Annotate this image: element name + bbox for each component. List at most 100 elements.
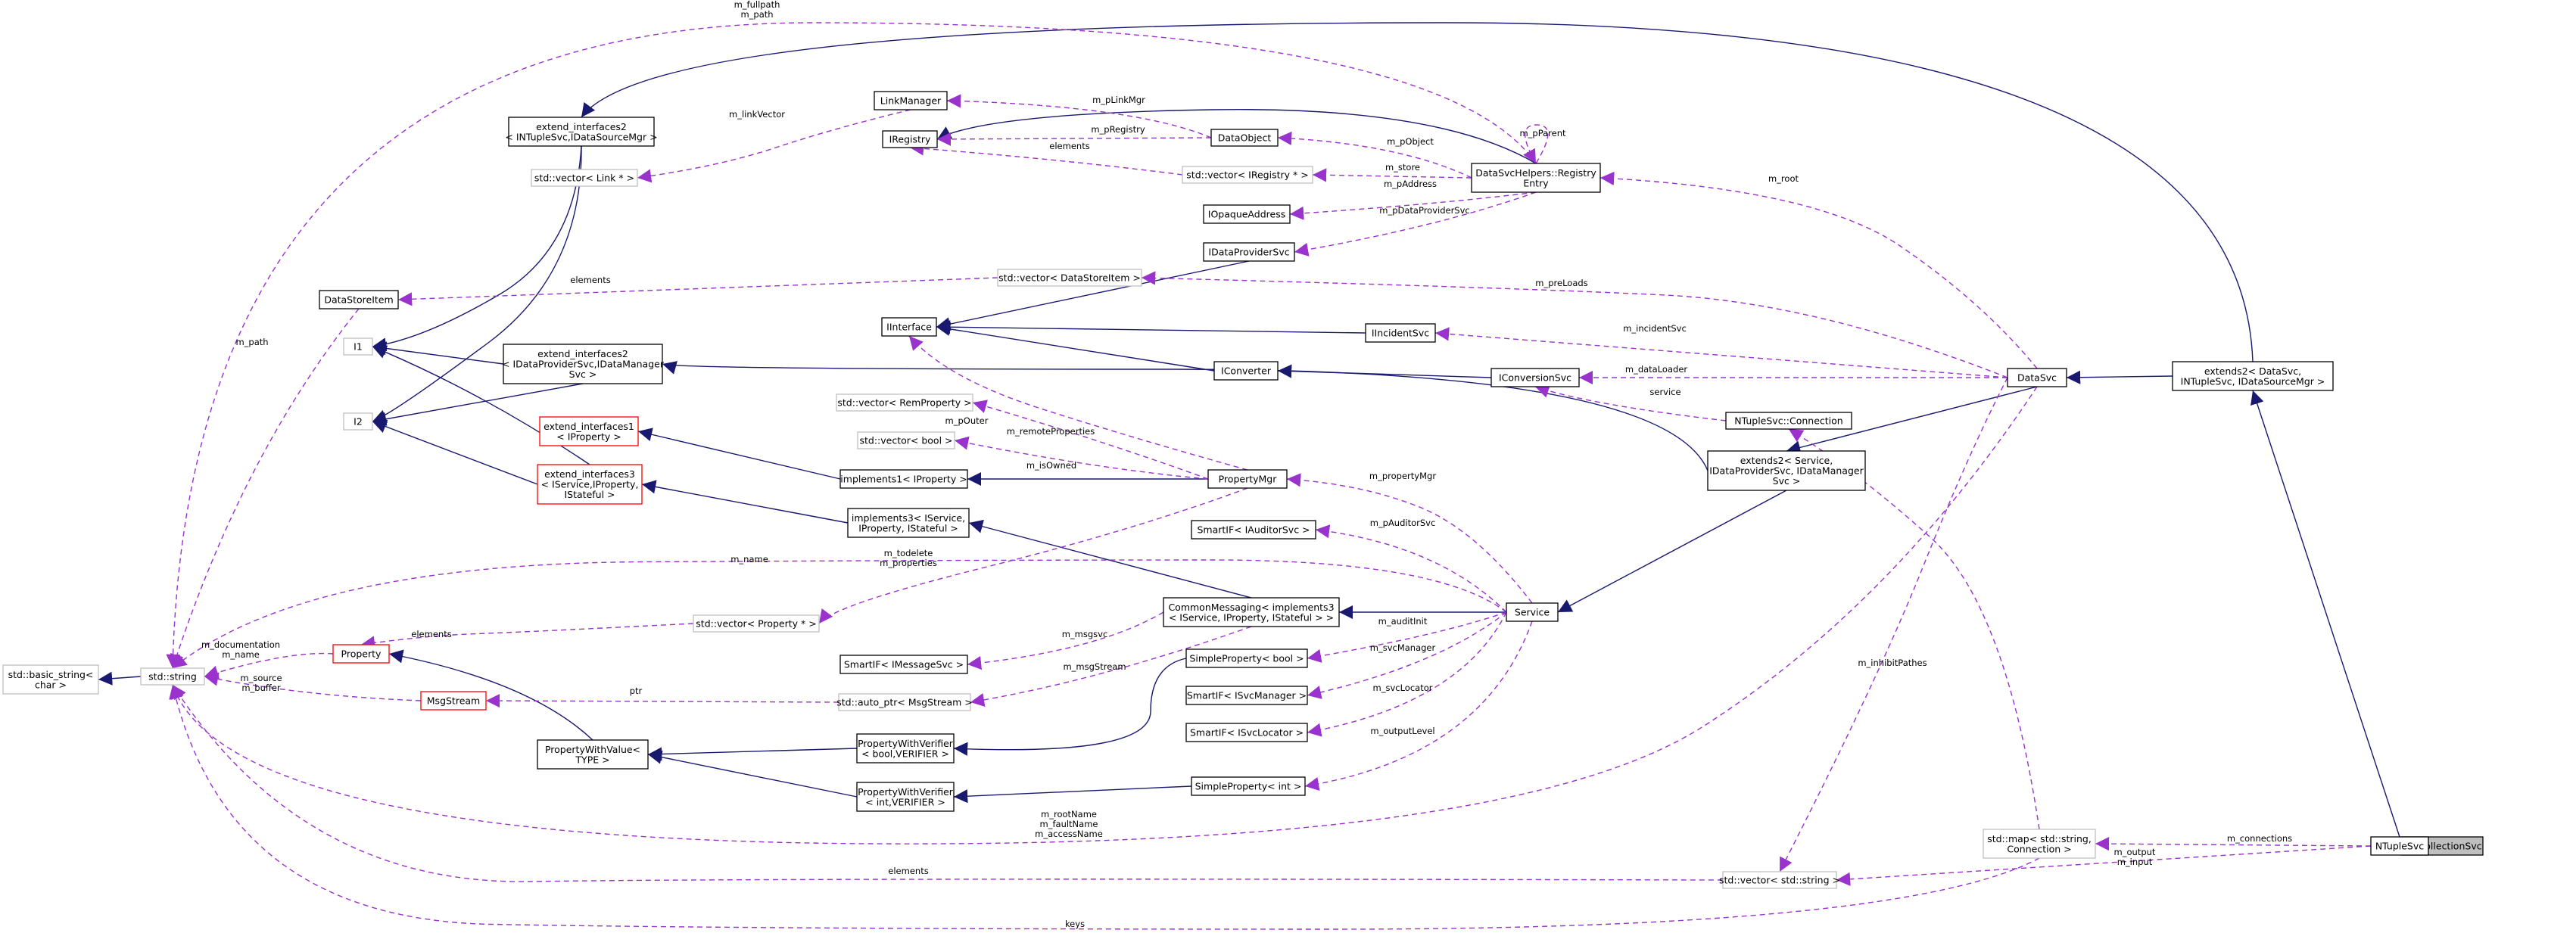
- inheritance-edge-impl3-extint3: [641, 480, 849, 524]
- edge-line: [936, 322, 1215, 372]
- class-node-extint3[interactable]: extend_interfaces3< IService,IProperty,I…: [537, 464, 643, 505]
- class-node-propwithvalue[interactable]: PropertyWithValue<TYPE >: [537, 739, 649, 770]
- class-node-impl1[interactable]: implements1< IProperty >: [839, 469, 968, 489]
- edge-line: [169, 684, 2040, 930]
- edge-line: [936, 320, 1366, 334]
- class-node-stdstring[interactable]: std::string: [140, 667, 205, 686]
- edge-line: [204, 652, 334, 680]
- node-box: [856, 782, 955, 812]
- class-node-vecireg[interactable]: std::vector< IRegistry * >: [1182, 166, 1313, 184]
- edge-line: [1307, 611, 1507, 663]
- node-box: [1983, 829, 2096, 859]
- edge-label: elements: [570, 275, 610, 285]
- node-label: IDataProviderSvc: [1208, 247, 1289, 258]
- edge-label: m_svcLocator: [1373, 683, 1433, 693]
- node-label: < IDataProviderSvc,IDataManager: [502, 359, 665, 370]
- edge-line: [936, 109, 1537, 164]
- class-node-datasvc[interactable]: DataSvc: [2007, 368, 2067, 387]
- class-node-smartifaud[interactable]: SmartIF< IAuditorSvc >: [1191, 520, 1316, 540]
- class-node-autoptr[interactable]: std::auto_ptr< MsgStream >: [836, 693, 973, 711]
- node-label: Entry: [1523, 177, 1549, 188]
- class-node-iincidentsvc[interactable]: IIncidentSvc: [1365, 323, 1436, 343]
- class-node-impl3[interactable]: implements3< IService,IProperty, IStatef…: [847, 508, 970, 538]
- edge-label: m_msgStream: [1063, 661, 1126, 672]
- node-label: SmartIF< IMessageSvc >: [844, 659, 964, 670]
- class-node-extends2ds[interactable]: extends2< DataSvc,INTupleSvc, IDataSourc…: [2172, 361, 2334, 391]
- class-node-iconversionsvc[interactable]: IConversionSvc: [1490, 368, 1580, 387]
- class-node-extint2dp[interactable]: extend_interfaces2< IDataProviderSvc,IDa…: [502, 344, 665, 384]
- edge-line: [972, 400, 1209, 480]
- edge-label: elements: [888, 866, 928, 876]
- class-node-vecremprop[interactable]: std::vector< RemProperty >: [836, 393, 973, 412]
- class-node-basicstring[interactable]: std::basic_string<char >: [2, 664, 99, 695]
- edge-line: [1523, 124, 1549, 164]
- node-box: [1191, 520, 1316, 540]
- edge-line: [2250, 390, 2400, 838]
- class-node-smartifsvcmgr[interactable]: SmartIF< ISvcManager >: [1185, 686, 1308, 705]
- node-label: DataSvcHelpers::Registry: [1475, 167, 1596, 179]
- edge-line: [970, 626, 1252, 707]
- node-box: [1722, 871, 1837, 889]
- node-box: [1471, 163, 1601, 193]
- edge-label: m_store: [1385, 162, 1420, 173]
- class-node-pwvint[interactable]: PropertyWithVerifier< int,VERIFIER >: [856, 782, 955, 812]
- edge-line: [98, 671, 142, 686]
- node-label: < int,VERIFIER >: [865, 796, 945, 807]
- class-node-service[interactable]: Service: [1506, 602, 1559, 622]
- class-node-linkmanager[interactable]: LinkManager: [874, 91, 948, 110]
- edge-line: [1312, 168, 1472, 182]
- class-node-ntuplesvc[interactable]: NTupleSvc: [2370, 836, 2429, 856]
- class-node-vecbool[interactable]: std::vector< bool >: [857, 431, 955, 449]
- node-box: [537, 739, 649, 770]
- class-node-dataobject[interactable]: DataObject: [1210, 129, 1279, 147]
- edge-label: m_pLinkMgr: [1092, 95, 1145, 105]
- class-node-vecstring[interactable]: std::vector< std::string >: [1719, 871, 1840, 889]
- class-node-iconverter[interactable]: IConverter: [1213, 361, 1279, 381]
- class-node-stdmap[interactable]: std::map< std::string,Connection >: [1983, 829, 2096, 859]
- class-node-ntupleconn[interactable]: NTupleSvc::Connection: [1725, 412, 1852, 430]
- class-node-pwvbool[interactable]: PropertyWithVerifier< bool,VERIFIER >: [856, 733, 955, 764]
- class-node-simplepropint[interactable]: SimpleProperty< int >: [1191, 776, 1306, 796]
- class-node-property[interactable]: Property: [332, 644, 390, 664]
- class-node-commonmsg[interactable]: CommonMessaging< implements3< IService, …: [1163, 597, 1340, 627]
- node-box: [1182, 166, 1313, 184]
- inheritance-edge-pwvbool-propwithvalue: [647, 747, 858, 761]
- class-node-smartifmsg[interactable]: SmartIF< IMessageSvc >: [839, 655, 968, 674]
- class-node-iregistry[interactable]: IRegistry: [882, 130, 938, 148]
- usage-edge-dataobject-iregistry: m_pRegistry: [936, 124, 1212, 146]
- usage-edge-service-propertymgr: m_propertyMgr: [1286, 471, 1533, 604]
- class-node-veclink[interactable]: std::vector< Link * >: [531, 169, 638, 187]
- class-node-simplepropbool[interactable]: SimpleProperty< bool >: [1185, 648, 1308, 668]
- edge-label: m_pOuter: [945, 415, 989, 426]
- node-box: [1365, 323, 1436, 343]
- usage-edge-service-simplepropint: m_outputLevel: [1304, 620, 1533, 791]
- class-node-smartifsvcloc[interactable]: SmartIF< ISvcLocator >: [1185, 723, 1308, 742]
- class-node-extint1[interactable]: extend_interfaces1< IProperty >: [539, 416, 639, 446]
- class-node-propertymgr[interactable]: PropertyMgr: [1207, 469, 1288, 489]
- node-label: IConverter: [1221, 365, 1272, 377]
- node-label: std::string: [148, 671, 197, 683]
- inheritance-edge-extint2dp-i1: [372, 341, 504, 365]
- edge-label: m_pObject: [1387, 136, 1434, 147]
- node-label: IIncidentSvc: [1372, 328, 1429, 339]
- class-node-datastoreitem[interactable]: DataStoreItem: [319, 290, 399, 309]
- class-node-vecprop[interactable]: std::vector< Property * >: [693, 614, 820, 633]
- node-box: [503, 344, 663, 384]
- class-node-extint2ntuple[interactable]: extend_interfaces2< INTupleSvc,IDataSour…: [505, 117, 658, 147]
- inheritance-edge-registryentry-iregistry: [936, 109, 1537, 164]
- class-node-iinterface[interactable]: IInterface: [881, 317, 937, 337]
- class-node-iopaqueaddress[interactable]: IOpaqueAddress: [1203, 204, 1291, 224]
- edge-label: m_pAddress: [1384, 179, 1437, 189]
- class-node-extends2svc[interactable]: extends2< Service,IDataProviderSvc, IDat…: [1707, 450, 1866, 491]
- class-node-msgstream[interactable]: MsgStream: [420, 691, 487, 711]
- class-node-idataprovidersvc[interactable]: IDataProviderSvc: [1203, 242, 1295, 262]
- inheritance-edge-extint3-i2: [372, 419, 538, 485]
- class-node-i2[interactable]: I2: [343, 412, 373, 431]
- class-node-i1[interactable]: I1: [343, 337, 373, 356]
- node-box: [997, 269, 1142, 287]
- class-node-vecdsi[interactable]: std::vector< DataStoreItem >: [997, 269, 1142, 287]
- edge-label: m_incidentSvc: [1623, 323, 1687, 334]
- edge-line: [1836, 845, 2372, 886]
